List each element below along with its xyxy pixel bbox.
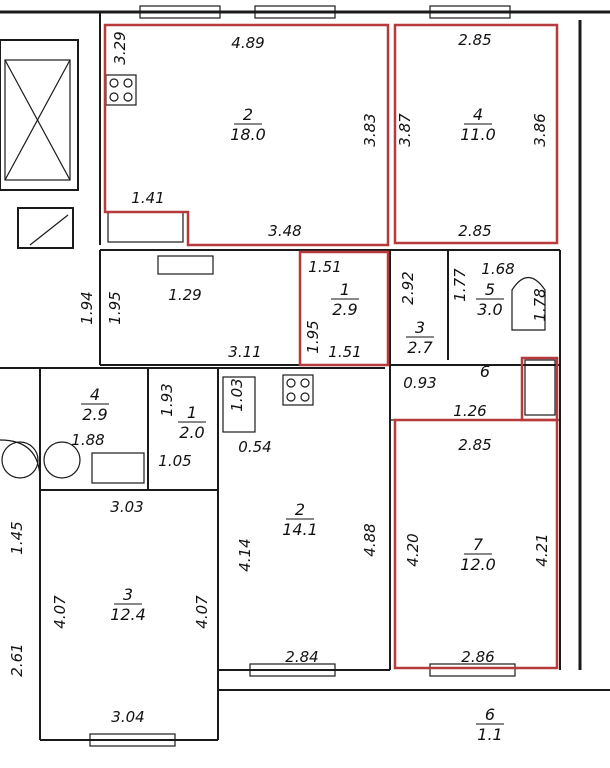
dimension-label: 3.29 xyxy=(111,31,129,64)
dimension-label: 1.77 xyxy=(451,268,469,302)
dimension-label: 4.88 xyxy=(361,523,379,556)
room-number: 3 xyxy=(415,318,425,337)
dimension-label: 1.45 xyxy=(8,521,26,554)
dimension-label: 4.20 xyxy=(404,533,422,566)
dimension-label: 1.51 xyxy=(328,343,361,361)
dimension-label: 3.86 xyxy=(531,113,549,146)
room-number: 6 xyxy=(485,705,495,724)
room-number: 5 xyxy=(485,280,495,299)
dimension-label: 0.93 xyxy=(403,374,436,392)
room-number: 1 xyxy=(187,403,197,422)
dimension-label: 1.68 xyxy=(481,260,514,278)
room-number: 2 xyxy=(295,500,305,519)
dimension-label: 0.54 xyxy=(238,438,271,456)
room-number: 7 xyxy=(473,535,484,554)
dimension-label: 2.85 xyxy=(458,31,491,49)
dimension-label: 2.85 xyxy=(458,222,491,240)
dimension-label: 2.92 xyxy=(399,271,417,304)
dimension-label: 4.89 xyxy=(231,34,264,52)
room-number: 2 xyxy=(243,105,253,124)
dimension-label: 2.84 xyxy=(285,648,318,666)
dimension-label: 2.85 xyxy=(458,436,491,454)
room-area: 1.1 xyxy=(477,725,502,744)
dimension-label: 1.88 xyxy=(71,431,104,449)
room-number: 6 xyxy=(480,362,490,381)
dimension-label: 1.26 xyxy=(453,402,486,420)
dimension-label: 1.51 xyxy=(308,258,341,276)
dimension-label: 1.95 xyxy=(106,291,124,324)
dimension-label: 4.07 xyxy=(51,595,69,629)
walls xyxy=(0,5,610,747)
dimension-label: 1.29 xyxy=(168,286,201,304)
room-area: 2.7 xyxy=(407,338,433,357)
dimension-label: 4.21 xyxy=(533,533,551,566)
room-area: 12.0 xyxy=(460,555,496,574)
dimension-label: 3.11 xyxy=(228,343,261,361)
room-area: 11.0 xyxy=(460,125,496,144)
dimension-label: 3.48 xyxy=(268,222,301,240)
room-area: 14.1 xyxy=(282,520,318,539)
room-area: 2.9 xyxy=(82,405,107,424)
room-number: 1 xyxy=(340,280,350,299)
dimension-label: 4.14 xyxy=(236,538,254,571)
room-number: 4 xyxy=(473,105,483,124)
dimension-label: 1.95 xyxy=(304,320,322,353)
dimension-label: 4.07 xyxy=(193,595,211,629)
highlight-outlines xyxy=(103,23,559,670)
dimension-label: 1.05 xyxy=(158,452,191,470)
dimension-label: 1.94 xyxy=(78,291,96,324)
dimension-label: 3.83 xyxy=(361,113,379,146)
room-area: 3.0 xyxy=(477,300,502,319)
room-area: 18.0 xyxy=(230,125,266,144)
room-area: 2.9 xyxy=(332,300,357,319)
dimension-label: 2.61 xyxy=(8,643,26,676)
dimension-label: 1.78 xyxy=(531,288,549,321)
dimension-label: 3.03 xyxy=(110,498,143,516)
room-number: 3 xyxy=(123,585,133,604)
room-number: 4 xyxy=(90,385,100,404)
dimension-label: 1.41 xyxy=(131,189,164,207)
dimension-label: 3.87 xyxy=(396,113,414,147)
room-area: 12.4 xyxy=(110,605,146,624)
dimension-label: 2.86 xyxy=(461,648,494,666)
room-area: 2.0 xyxy=(179,423,204,442)
dimension-labels: 4.89 3.29 3.83 1.41 3.48 2.85 3.87 3.86 2.85 1.51… xyxy=(8,31,551,726)
dimension-label: 3.04 xyxy=(111,708,144,726)
dimension-label: 1.03 xyxy=(228,378,246,411)
dimension-label: 1.93 xyxy=(158,383,176,416)
